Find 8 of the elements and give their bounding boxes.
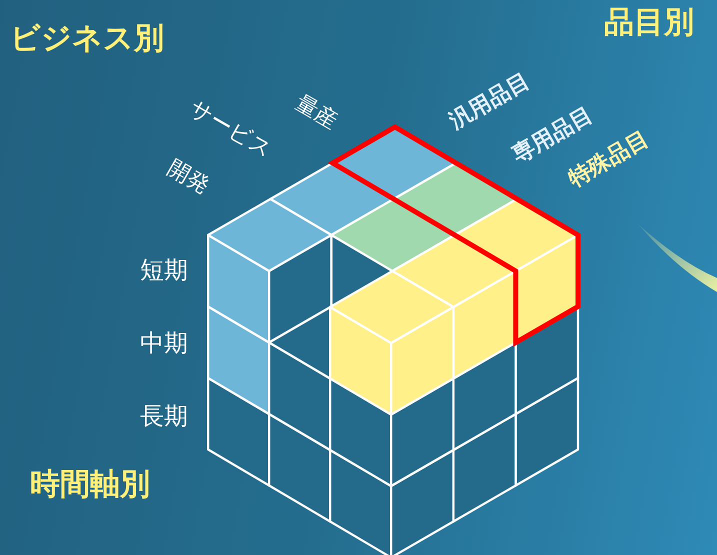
axis-label: 中期 xyxy=(140,331,188,355)
heading: 時間軸別 xyxy=(30,470,150,500)
heading: ビジネス別 xyxy=(10,24,164,54)
heading: 品目別 xyxy=(604,8,694,38)
axis-label: 長期 xyxy=(140,404,188,428)
axis-label: 汎用品目 xyxy=(446,70,534,134)
axis-label: 短期 xyxy=(140,258,188,282)
axis-label: 量産 xyxy=(291,92,341,134)
